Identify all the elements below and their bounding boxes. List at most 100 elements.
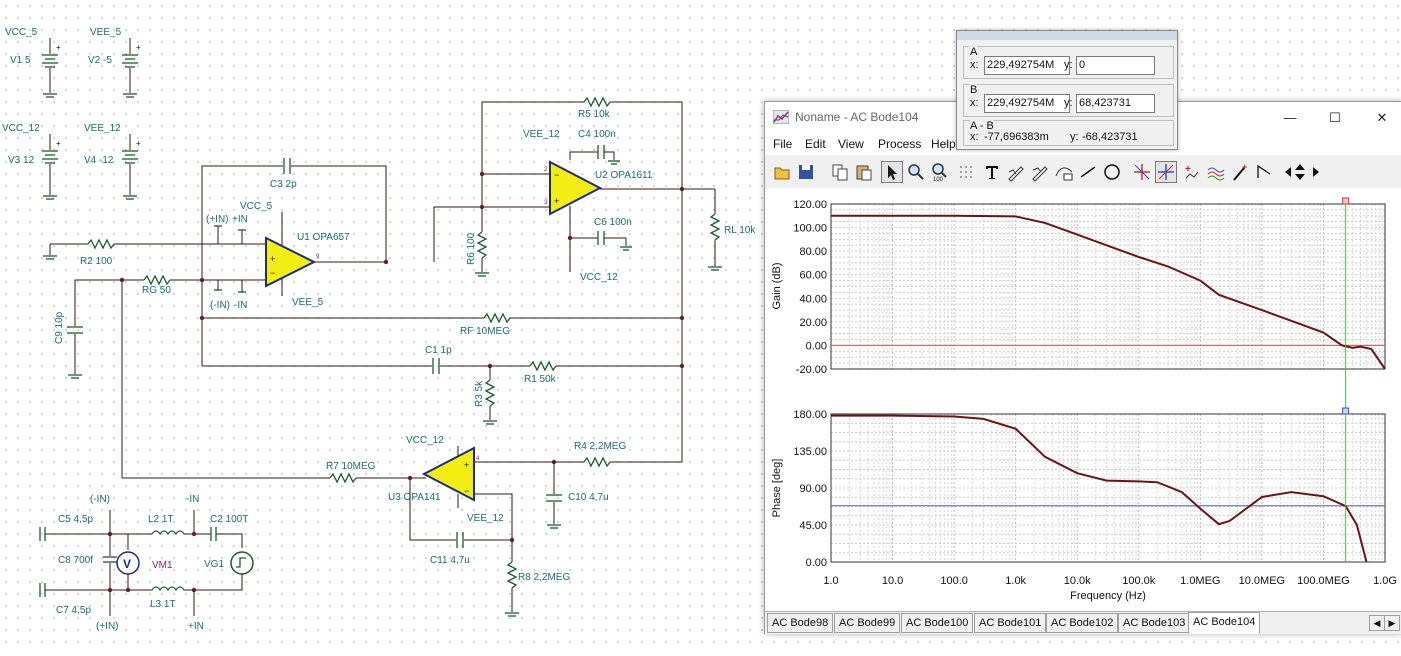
rl-resistor[interactable]: RL 10k (708, 189, 756, 271)
r6-resistor[interactable]: R6 100 (466, 204, 489, 277)
pen1-icon[interactable] (1005, 161, 1027, 183)
updown-icon[interactable] (1289, 161, 1305, 183)
tab-ac-bode101[interactable]: AC Bode101 (974, 613, 1047, 633)
rg-resistor[interactable]: RG 50 (121, 274, 218, 478)
label-r1: R1 50k (524, 374, 557, 385)
marker-b-handle[interactable] (1342, 407, 1350, 415)
phase-y-label: Phase [deg] (771, 459, 783, 518)
next-icon[interactable] (1305, 161, 1319, 183)
u1-opamp[interactable]: (+IN) +IN VCC_5 U1 OPA657 (-IN) -IN + − … (206, 201, 389, 311)
probe-icon[interactable]: + (1229, 161, 1251, 183)
pen2-icon[interactable] (1029, 161, 1051, 183)
zoom-100-icon[interactable]: 100 (929, 161, 951, 183)
cursor-a-y-field[interactable]: 0 (1076, 56, 1155, 75)
svg-text:−: − (270, 268, 275, 278)
cursor-b-x-field[interactable]: 229,492754M (984, 94, 1070, 113)
label-u3: U3 OPA141 (388, 492, 441, 503)
c11-capacitor[interactable]: C11 4,7u (407, 475, 515, 566)
waves-icon[interactable] (1205, 161, 1227, 183)
circle-icon[interactable] (1101, 161, 1123, 183)
supply-v2[interactable]: VEE_5 V2 -5 + (88, 27, 141, 98)
r8-resistor[interactable]: R8 2,2MEG (505, 540, 570, 617)
c3-capacitor[interactable]: C3 2p (201, 158, 387, 280)
menu-view[interactable]: View (838, 137, 864, 151)
tab-ac-bode99[interactable]: AC Bode99 (834, 613, 901, 633)
supply-v3[interactable]: VCC_12 V3 12 + (2, 123, 61, 200)
measurement-network[interactable]: (-IN) -IN C5 4,5p L2 1T C2 100T C8 700f … (39, 494, 254, 632)
label-l3: L3 1T (150, 599, 176, 610)
tab-ac-bode98[interactable]: AC Bode98 (767, 613, 834, 633)
cursor-window-titlebar[interactable] (957, 31, 1177, 40)
label-c11: C11 4,7u (430, 555, 470, 566)
tab-scroll-right-icon[interactable]: ▶ (1384, 615, 1400, 631)
menu-edit[interactable]: Edit (805, 137, 826, 151)
u3-opamp[interactable]: VCC_12 + − U3 OPA141 VEE_12 4 (388, 435, 513, 540)
cursor-a-x-field[interactable]: 229,492754M (984, 56, 1070, 75)
x-axis-label: Frequency (Hz) (1070, 590, 1146, 602)
tab-scroll-left-icon[interactable]: ◀ (1369, 615, 1385, 631)
tab-ac-bode103[interactable]: AC Bode103 (1118, 613, 1191, 633)
bode-app-icon (773, 110, 789, 124)
close-button[interactable]: ✕ (1376, 110, 1388, 125)
r4-resistor[interactable]: R4 2,2MEG (474, 441, 682, 468)
bode-plot-area[interactable]: Gain (dB) Phase [deg] Frequency (Hz) 120… (765, 188, 1401, 611)
menu-process[interactable]: Process (878, 137, 922, 151)
paste-icon[interactable] (853, 161, 875, 183)
c4-capacitor[interactable]: VEE_12 C4 100n (523, 129, 620, 165)
r3-resistor[interactable]: R3 5k (474, 366, 497, 425)
bode-window[interactable]: Noname - AC Bode104 — ☐ ✕ File Edit View… (764, 101, 1401, 634)
cursor-a-icon[interactable] (1131, 161, 1153, 183)
tab-ac-bode100[interactable]: AC Bode100 (901, 613, 974, 633)
label-u1-vee: VEE_5 (292, 297, 324, 308)
c9-capacitor[interactable]: C9 10p (54, 277, 125, 379)
cursor-diff-label: A - B (970, 120, 994, 132)
corner-icon[interactable] (1253, 161, 1275, 183)
rf-resistor[interactable]: RF 10MEG (199, 189, 685, 462)
supply-v4[interactable]: VEE_12 V4 -12 + (84, 123, 141, 200)
c6-capacitor[interactable]: C6 100n (567, 217, 632, 251)
u2-opamp[interactable]: − + U2 OPA1611 VCC_12 2 3 (433, 160, 715, 283)
cursor-readout-window[interactable]: A x: 229,492754M y: 0 B x: 229,492754M y… (956, 30, 1178, 150)
line-icon[interactable] (1077, 161, 1099, 183)
open-icon[interactable] (771, 161, 793, 183)
x-tick-label: 1.0MEG (1180, 575, 1220, 587)
label-v4: V4 -12 (84, 155, 114, 166)
label-u1-vcc: VCC_5 (240, 201, 273, 212)
x-tick-label: 10.0k (1064, 575, 1091, 587)
svg-text:−: − (554, 170, 559, 180)
tab-ac-bode102[interactable]: AC Bode102 (1046, 613, 1119, 633)
menu-file[interactable]: File (773, 137, 793, 151)
r1-resistor[interactable]: R1 50k (524, 360, 685, 385)
label-c9: C9 10p (54, 311, 65, 344)
tab-ac-bode104[interactable]: AC Bode104 (1188, 612, 1261, 634)
prev-icon[interactable] (1277, 161, 1291, 183)
label-c2: C2 100T (210, 514, 248, 525)
marker-a-handle[interactable] (1342, 197, 1350, 205)
text-icon[interactable] (981, 161, 1003, 183)
add-marker-icon[interactable]: + (1181, 161, 1203, 183)
menu-help[interactable]: Help (931, 137, 956, 151)
x-tick-label: 100.0k (1122, 575, 1156, 587)
save-icon[interactable] (795, 161, 817, 183)
cursor-b-icon[interactable] (1155, 161, 1177, 183)
grid-icon[interactable] (955, 161, 977, 183)
label-r5: R5 10k (578, 109, 611, 120)
r2-resistor[interactable]: R2 100 (43, 238, 218, 267)
phase-y-tick-label: 180.00 (793, 409, 827, 421)
zoom-icon[interactable] (905, 161, 927, 183)
c1-capacitor[interactable]: C1 1p (202, 345, 530, 374)
supply-v1[interactable]: VCC_5 V1 5 + (5, 27, 61, 98)
pointer-icon[interactable] (881, 161, 903, 183)
r7-resistor[interactable]: R7 10MEG (122, 461, 426, 484)
bode-chart[interactable]: Gain (dB) Phase [deg] Frequency (Hz) 120… (765, 188, 1401, 611)
label-vee12: VEE_12 (84, 123, 121, 134)
phase-y-tick-label: 45.00 (799, 520, 827, 532)
copy-icon[interactable] (829, 161, 851, 183)
maximize-button[interactable]: ☐ (1329, 110, 1341, 125)
curve-icon[interactable] (1053, 161, 1075, 183)
minimize-button[interactable]: — (1283, 110, 1297, 125)
c10-capacitor[interactable]: C10 4,7u (546, 462, 609, 529)
label-r4: R4 2,2MEG (574, 441, 626, 452)
cursor-b-y-field[interactable]: 68,423731 (1076, 94, 1155, 113)
